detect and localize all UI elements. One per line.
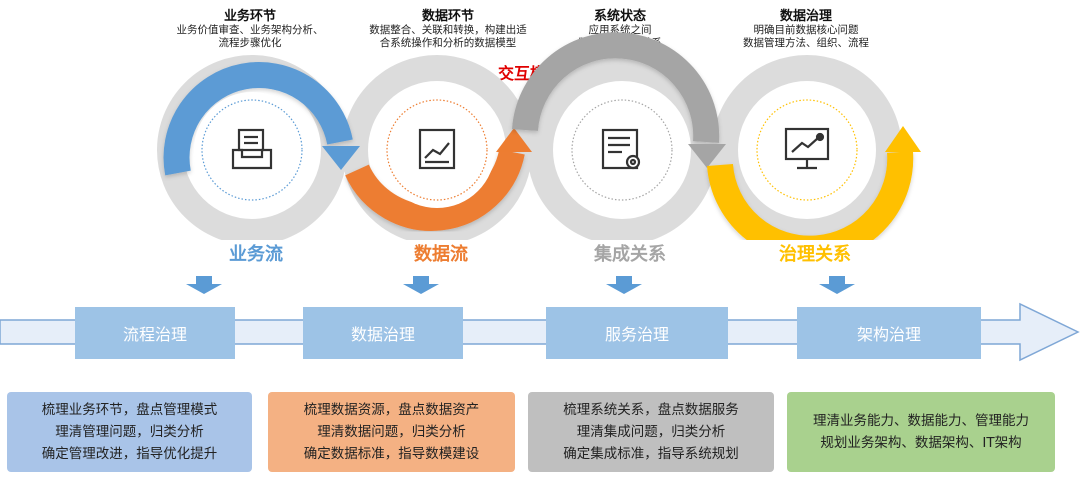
phase-desc-data: 数据整合、关联和转换，构建出适 合系统操作和分析的数据模型 — [338, 24, 558, 50]
phase-desc-line: 流程步骤优化 — [218, 37, 282, 49]
phase-desc-business: 业务价值审查、业务架构分析、 流程步骤优化 — [150, 24, 350, 50]
interaction-model-diagram — [157, 32, 921, 240]
phase-desc-line: 业务价值审查、业务架构分析、 — [176, 24, 324, 36]
description-line: 理清数据问题，归类分析 — [317, 424, 466, 440]
settings-document-icon — [601, 128, 641, 170]
description-line: 梳理数据资源，盘点数据资产 — [303, 402, 480, 418]
stage-architecture-governance: 架构治理 — [797, 307, 981, 359]
description-line: 规划业务架构、数据架构、IT架构 — [820, 435, 1022, 451]
description-line: 理清业务能力、数据能力、管理能力 — [813, 413, 1029, 429]
description-box-business: 梳理业务环节，盘点管理模式 理清管理问题，归类分析 确定管理改进，指导优化提升 — [7, 392, 252, 472]
stage-data-governance: 数据治理 — [303, 307, 463, 359]
phase-desc-line: 明确目前数据核心问题 — [753, 24, 859, 36]
down-arrow-icon — [606, 276, 642, 294]
presentation-chart-icon — [784, 127, 830, 170]
phase-desc-line: 数据整合、关联和转换，构建出适 — [369, 24, 527, 36]
data-arc-arrowhead — [496, 128, 532, 152]
description-line: 理清管理问题，归类分析 — [55, 424, 204, 440]
flow-label-business: 业务流 — [229, 244, 283, 265]
description-box-data: 梳理数据资源，盘点数据资产 理清数据问题，归类分析 确定数据标准，指导数模建设 — [268, 392, 515, 472]
business-arc — [163, 62, 353, 176]
description-box-architecture: 理清业务能力、数据能力、管理能力 规划业务架构、数据架构、IT架构 — [787, 392, 1055, 472]
phase-desc-governance: 明确目前数据核心问题 数据管理方法、组织、流程 — [706, 24, 906, 50]
phase-desc-line: 合系统操作和分析的数据模型 — [379, 37, 517, 49]
document-tray-icon — [231, 128, 273, 170]
system-arc — [512, 32, 720, 143]
description-line: 确定集成标准，指导系统规划 — [563, 446, 739, 462]
governance-arc — [707, 151, 914, 240]
flow-label-data: 数据流 — [414, 244, 468, 265]
down-arrow-icon — [819, 276, 855, 294]
stage-process-governance: 流程治理 — [75, 307, 235, 359]
phase-title-business: 业务环节 — [223, 9, 276, 24]
flow-label-governance: 治理关系 — [779, 244, 851, 265]
down-arrow-icon — [186, 276, 222, 294]
governance-arc-arrowhead — [885, 126, 921, 152]
description-line: 确定管理改进，指导优化提升 — [41, 446, 218, 462]
phase-title-system: 系统状态 — [593, 9, 646, 24]
description-line: 梳理系统关系，盘点数据服务 — [563, 402, 739, 418]
phase-desc-line: 数据管理方法、组织、流程 — [743, 37, 869, 49]
description-box-integration: 梳理系统关系，盘点数据服务 理清集成问题，归类分析 确定集成标准，指导系统规划 — [528, 392, 774, 472]
business-arc-arrowhead — [322, 146, 360, 170]
stage-service-governance: 服务治理 — [546, 307, 728, 359]
down-arrow-icon — [403, 276, 439, 294]
data-arc — [345, 149, 525, 231]
description-line: 理清集成问题，归类分析 — [576, 424, 726, 440]
flow-label-integration: 集成关系 — [594, 244, 666, 265]
phase-title-data: 数据环节 — [421, 9, 474, 24]
chart-document-icon — [418, 128, 456, 170]
description-line: 确定数据标准，指导数模建设 — [303, 446, 480, 462]
description-line: 梳理业务环节，盘点管理模式 — [41, 402, 218, 418]
down-arrows — [186, 276, 855, 294]
phase-title-governance: 数据治理 — [779, 9, 832, 24]
system-arc-arrowhead — [688, 144, 726, 168]
